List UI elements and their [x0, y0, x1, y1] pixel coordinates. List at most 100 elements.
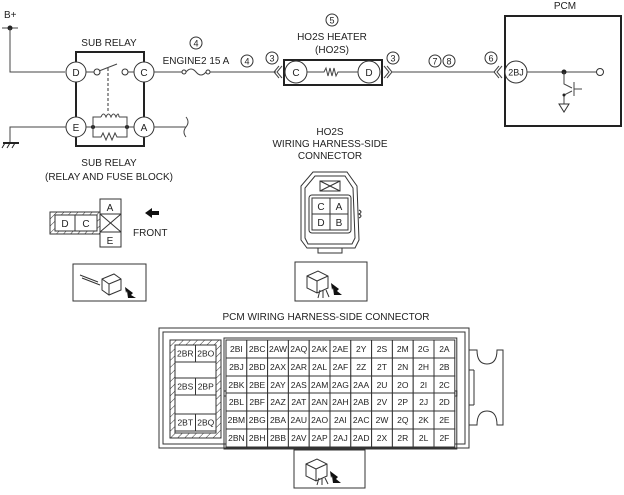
transistor-icon	[558, 72, 582, 113]
connector-chevron-icon	[383, 65, 393, 79]
ho2s-connector-title: HO2S	[316, 127, 344, 138]
ho2s-connector-title-2: WIRING HARNESS-SIDE	[272, 139, 387, 150]
pcm-pin-label: 2BK	[228, 380, 244, 390]
pcm-pin-label: 2L	[419, 433, 429, 443]
ref-circle	[325, 13, 339, 27]
ho2s-pin-d: D	[317, 218, 324, 229]
pcm-connector-title: PCM WIRING HARNESS-SIDE CONNECTOR	[222, 312, 429, 323]
pin-a-label: A	[107, 203, 114, 214]
connector-plug-illustration	[294, 261, 368, 302]
pcm-pin-label: 2AC	[353, 415, 370, 425]
pcm-pin-label: 2B	[439, 362, 450, 372]
wire-ref-a: 7	[432, 57, 437, 67]
pcm-pin	[195, 413, 217, 432]
pcm-pin-label: 2AN	[311, 397, 328, 407]
pcm-pin-label: 2G	[418, 344, 429, 354]
relay-terminal-e-label: E	[73, 123, 80, 134]
pcm-pin-label: 2R	[397, 433, 408, 443]
pcm-pin-label: 2AI	[334, 415, 347, 425]
connector-plug-illustration	[293, 449, 366, 489]
pcm-pin-label: 2AQ	[290, 344, 307, 354]
sub-relay: SUB RELAY D C E A	[1, 38, 189, 183]
pcm-pin-label: 2AT	[291, 397, 306, 407]
pcm-pin-label: 2BD	[249, 362, 266, 372]
ref-circle	[484, 51, 498, 65]
pcm-pin-label: 2BC	[249, 344, 266, 354]
sub-relay-connector-view: D C A E FRONT	[49, 198, 167, 302]
battery-supply: B+	[2, 10, 65, 73]
pcm-pin-label: 2AZ	[270, 397, 286, 407]
ref-circle	[428, 54, 442, 68]
pcm-pin-label: 2BB	[270, 433, 286, 443]
pcm-pin-label: 2BQ	[197, 418, 214, 428]
pcm-pin-label: 2K	[418, 415, 429, 425]
heater-out-ref: 3	[390, 54, 395, 64]
pcm-pin-label: 2BR	[177, 349, 194, 359]
pcm-pin-label: 2M	[397, 344, 409, 354]
fuse-label: ENGINE2 15 A	[163, 56, 230, 67]
pcm-pin-label: 2AK	[312, 344, 328, 354]
pcm-pin-label: 2C	[439, 380, 450, 390]
ref-circle	[265, 51, 279, 65]
relay-terminal-a-label: A	[141, 123, 148, 134]
ref-circle	[386, 51, 400, 65]
heater-box	[283, 59, 383, 86]
pcm-pin-label: 2BE	[249, 380, 265, 390]
relay-terminal-d-label: D	[72, 68, 79, 79]
relay-terminal-c-label: C	[140, 68, 147, 79]
pin-d-label: D	[61, 219, 68, 230]
pcm-pin-label: 2N	[397, 362, 408, 372]
heater-title-sub: (HO2S)	[315, 45, 349, 56]
plug-icon	[306, 270, 342, 299]
pcm-pin-label: 2BJ	[229, 362, 244, 372]
sub-relay-caption-sub: (RELAY AND FUSE BLOCK)	[45, 172, 173, 183]
pcm-pin-label: 2O	[397, 380, 409, 390]
pcm-pin-label: 2BT	[177, 418, 193, 428]
pcm-pin-label: 2AV	[291, 433, 307, 443]
pcm-pin-label: 2AS	[291, 380, 307, 390]
pcm-pin-label: 2AU	[291, 415, 308, 425]
pcm-pin-label: 2BG	[249, 415, 266, 425]
pcm-title: PCM	[554, 1, 576, 12]
pcm-pin-label: 2P	[398, 397, 409, 407]
ho2s-connector-view: HO2S WIRING HARNESS-SIDE CONNECTOR C A D…	[272, 127, 388, 302]
pcm-pin-label: 2AX	[270, 362, 286, 372]
wire-ref-b: 8	[446, 57, 451, 67]
pcm-pin	[195, 344, 217, 363]
pcm-pin-label: 2J	[419, 397, 428, 407]
pcm-in-ref: 6	[488, 54, 493, 64]
fuse-ref: 4	[193, 39, 198, 49]
pcm-pin-label: 2I	[420, 380, 427, 390]
fuse-icon	[185, 68, 207, 76]
pcm-pin-label: 2BM	[228, 415, 245, 425]
pcm-pin-label: 2AE	[332, 344, 348, 354]
pcm-pin-label: 2A	[439, 344, 450, 354]
pcm-pin-label: 2AM	[311, 380, 328, 390]
pcm-pin-label: 2S	[377, 344, 388, 354]
pcm-pin-label: 2Y	[356, 344, 367, 354]
pcm-pin-label: 2BI	[230, 344, 243, 354]
ho2s-connector-housing	[300, 171, 360, 249]
pcm-pin-label: 2AF	[333, 362, 349, 372]
pcm-pin-label: 2BH	[249, 433, 266, 443]
front-label: FRONT	[133, 228, 167, 239]
pin-e-label: E	[107, 236, 114, 247]
pcm-pin-label: 2AY	[270, 380, 286, 390]
pcm-pin	[433, 428, 456, 448]
ho2s-connector-title-3: CONNECTOR	[298, 151, 362, 162]
pcm-pin-label: 2AP	[312, 433, 328, 443]
ho2s-pin-b: B	[336, 218, 343, 229]
heater-ref: 5	[329, 16, 334, 26]
pcm-pin-label: 2BF	[249, 397, 265, 407]
pcm-pin-label: 2AB	[353, 397, 369, 407]
plug-icon	[79, 273, 136, 298]
ground-icon	[1, 142, 19, 149]
pcm-pin-label: 2X	[377, 433, 388, 443]
pcm-pin-label: 2D	[439, 397, 450, 407]
wire-break-icon	[183, 116, 189, 138]
pcm-pin-label: 2Q	[397, 415, 409, 425]
pcm-terminal-label: 2BJ	[508, 68, 524, 78]
pcm-pin-label: 2AG	[332, 380, 349, 390]
